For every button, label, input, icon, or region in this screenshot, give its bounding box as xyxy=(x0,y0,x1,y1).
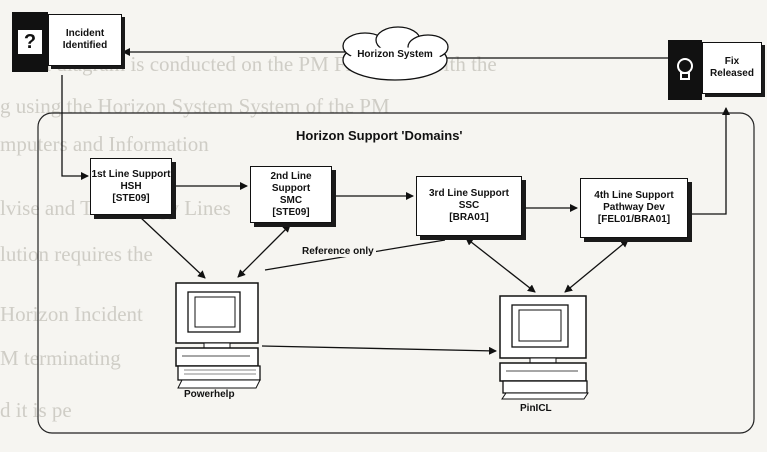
computer-pinicl-icon xyxy=(499,295,589,400)
domains-frame xyxy=(37,112,755,434)
background-text-line: g using the Horizon System System of the… xyxy=(0,94,390,118)
arrow-powerhelp-to-pinicl xyxy=(261,345,497,355)
background-text-line: d it is pe xyxy=(0,398,72,422)
lightbulb-icon xyxy=(668,40,702,100)
arrow-2nd-powerhelp xyxy=(237,224,291,278)
pinicl-label: PinICL xyxy=(520,403,552,414)
domain-title: Horizon Support 'Domains' xyxy=(296,128,463,143)
reference-only-label: Reference only xyxy=(300,246,376,257)
background-text-line: lution requires the xyxy=(0,242,153,266)
arrow-1st-to-powerhelp xyxy=(139,216,206,279)
cloud-label: Horizon System xyxy=(357,49,433,60)
arrow-4th-to-fix xyxy=(686,107,730,215)
cloud-shape xyxy=(342,26,449,81)
background-text-line: mputers and Information xyxy=(0,132,209,156)
question-mark-icon: ? xyxy=(12,12,48,72)
powerhelp-label: Powerhelp xyxy=(184,389,235,400)
arrow-3rd-pinicl xyxy=(465,237,536,293)
arrow-4th-pinicl xyxy=(564,239,629,293)
computer-powerhelp-icon xyxy=(175,282,261,389)
background-text-line: Horizon Incident xyxy=(0,302,143,326)
background-text-line: M terminating xyxy=(0,346,121,370)
arrow-incident-to-1st xyxy=(61,75,89,180)
